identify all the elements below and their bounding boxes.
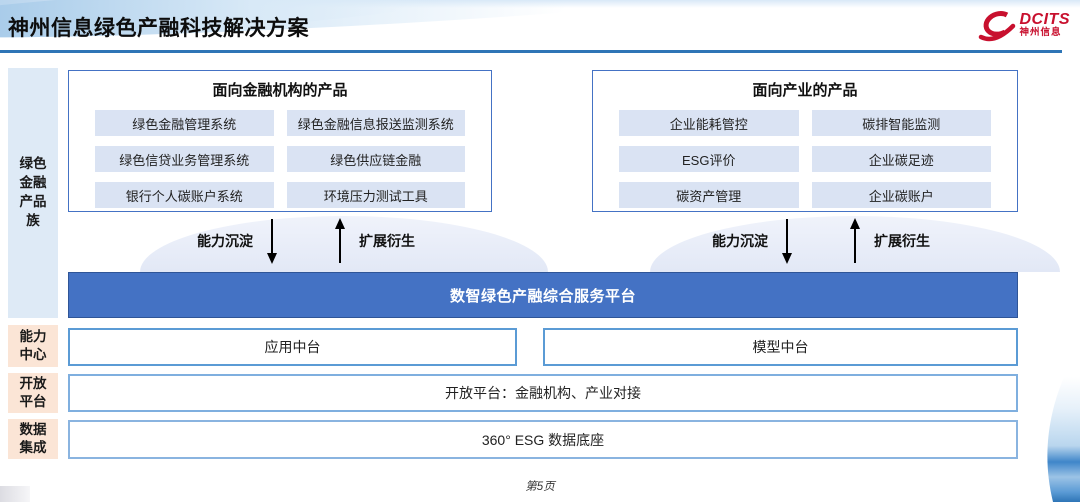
- dcits-logo: DCITS 神州信息: [976, 7, 1071, 43]
- arrow-group-left: 能力沉淀 扩展衍生: [150, 214, 462, 268]
- product-item: 企业碳足迹: [811, 146, 991, 172]
- down-arrow-icon: [266, 218, 278, 264]
- arrow-group-right: 能力沉淀 扩展衍生: [665, 214, 977, 268]
- product-item: 绿色金融管理系统: [95, 110, 274, 136]
- capability-sink-label: 能力沉淀: [712, 233, 768, 249]
- sidebar-label-data-integration: 数据 集成: [8, 419, 58, 459]
- product-box-title: 面向金融机构的产品: [212, 82, 348, 99]
- product-item: 企业碳账户: [811, 182, 991, 208]
- main-platform-bar: 数智绿色产融综合服务平台: [68, 272, 1018, 318]
- product-grid: 绿色金融管理系统 绿色金融信息报送监测系统 绿色信贷业务管理系统 绿色供应链金融…: [69, 100, 491, 208]
- product-box-industry: 面向产业的产品 企业能耗管控 碳排智能监测 ESG评价 企业碳足迹 碳资产管理 …: [592, 70, 1018, 212]
- down-arrow-icon: [781, 218, 793, 264]
- product-box-title: 面向产业的产品: [752, 82, 858, 99]
- product-item: 绿色供应链金融: [286, 146, 465, 172]
- up-arrow-icon: [334, 218, 346, 264]
- product-item: 绿色信贷业务管理系统: [95, 146, 274, 172]
- expand-derive-label: 扩展衍生: [874, 233, 930, 249]
- logo-brand-text: DCITS: [1019, 10, 1070, 28]
- page-number: 第5页: [525, 481, 555, 493]
- page-title: 神州信息绿色产融科技解决方案: [8, 17, 309, 40]
- product-item: ESG评价: [619, 146, 799, 172]
- product-item: 绿色金融信息报送监测系统: [286, 110, 465, 136]
- up-arrow-icon: [849, 218, 861, 264]
- open-platform-row: 开放平台：金融机构、产业对接: [68, 374, 1018, 412]
- product-grid: 企业能耗管控 碳排智能监测 ESG评价 企业碳足迹 碳资产管理 企业碳账户: [593, 100, 1017, 208]
- product-item: 环境压力测试工具: [286, 182, 465, 208]
- sidebar-label-capability-center: 能力 中心: [8, 325, 58, 367]
- product-item: 碳资产管理: [619, 182, 799, 208]
- sidebar-label-product-family: 绿色 金融 产品 族: [8, 68, 58, 318]
- logo-company-text: 神州信息: [1019, 27, 1062, 39]
- esg-data-base-row: 360° ESG 数据底座: [68, 420, 1018, 459]
- model-middle-platform-box: 模型中台: [543, 328, 1018, 366]
- dcits-swoosh-icon: [976, 7, 1016, 43]
- product-item: 企业能耗管控: [619, 110, 799, 136]
- sidebar-label-open-platform: 开放 平台: [8, 373, 58, 413]
- corner-swoosh-decoration: [1010, 377, 1080, 502]
- product-box-financial: 面向金融机构的产品 绿色金融管理系统 绿色金融信息报送监测系统 绿色信贷业务管理…: [68, 70, 492, 212]
- expand-derive-label: 扩展衍生: [359, 233, 415, 249]
- application-middle-platform-box: 应用中台: [68, 328, 517, 366]
- bottom-left-decoration: [0, 486, 30, 502]
- capability-sink-label: 能力沉淀: [197, 233, 253, 249]
- product-item: 碳排智能监测: [811, 110, 991, 136]
- title-divider-line: [0, 50, 1062, 53]
- product-item: 银行个人碳账户系统: [95, 182, 274, 208]
